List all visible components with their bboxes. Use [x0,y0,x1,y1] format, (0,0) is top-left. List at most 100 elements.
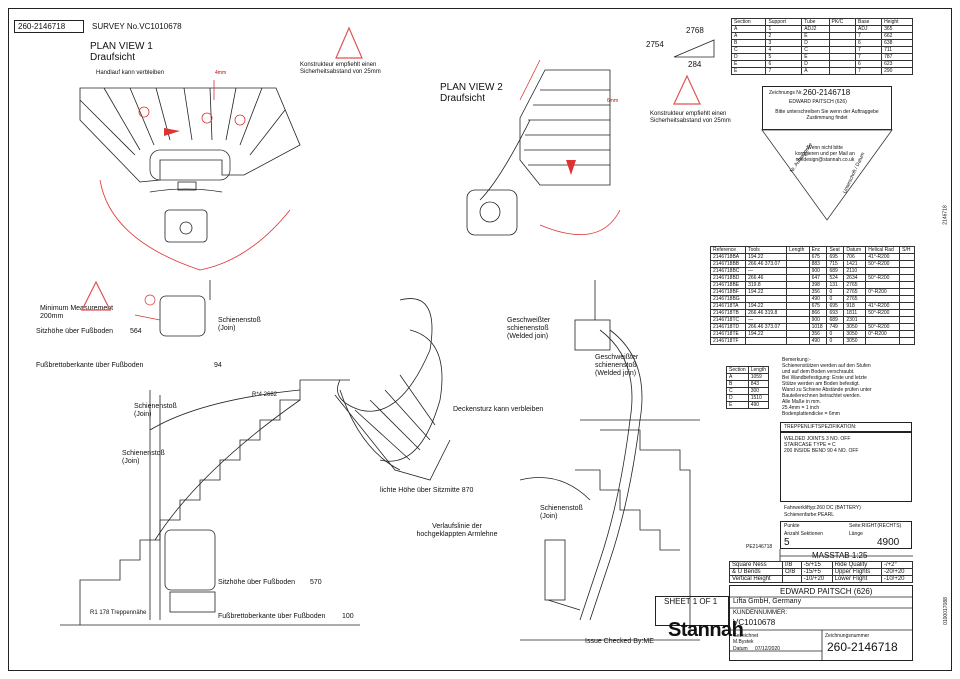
tolerance-cell: Vertical Height [728,575,784,583]
footrest-value-2: 100 [342,613,354,620]
plan2-dim: 6mm [607,98,619,104]
radius-label-2: R1 178 Treppennähe [90,610,147,616]
approval-number: 260-2146718 [803,88,851,97]
remarks-line: Bei Wandbefestigung: Erste und letzte [782,375,867,381]
joint-label-4: Schienenstoß (Join) [540,505,583,520]
reference-table-cell [786,337,810,345]
lift-type: Fahrwerkliftyp:260 DC (BATTERY) Schienen… [784,505,861,519]
stannah-box: SHEET 1 OF 1 [655,596,729,626]
remarks-line: und auf dem Boden verschraubt. [782,369,855,375]
joint-label-2: Schienenstoß (Join) [134,403,177,418]
spec-title-box: TREPPENLIFTSPEZIFIKATION: [780,422,912,432]
plan1-chair [164,209,208,243]
approval-box: Zeichnungs Nr. 260-2146718 EDWARD PAITSC… [762,86,892,130]
remarks-line: 25.4mm = 1 inch [782,405,820,411]
tb-kundennummer-label: KUNDENNUMMER: [733,610,787,616]
remarks-line: Bodenplattendicke = 6mm [782,411,840,417]
plan2-chair [466,189,518,236]
triangle-dim-a: 2768 [686,26,704,35]
radius-label-1: R*4 2682 [252,392,278,398]
drawing-number: 260-2146718 [18,22,66,31]
remarks-block: Bemerkung:- Schienenstützen werden auf d… [782,357,872,417]
punkte-label-2: Länge [849,531,863,537]
punkte-label-1: Anzahl Sektionen [784,531,823,537]
spec-line: STAIRCASE TYPE = C [784,442,836,448]
punkte-header-2: Seite:RIGHT(RECHTS) [849,523,902,529]
tb-drawn: M.Bystek [733,639,754,645]
punkte-value-1: 5 [784,537,790,548]
seat-height-value-1: 564 [130,328,142,335]
seat-height-label-2: Sitzhöhe über Fußboden [218,579,296,586]
remarks-title: Bemerkung:- [782,357,811,363]
footrest-label-2: Fußbrettoberkante über Fußboden [218,613,326,620]
remarks-line: Wand zu Schiene Abstände prüfen unter [782,387,872,393]
right-elevation [519,280,700,641]
tb-date-label: Datum [733,646,748,652]
issue-checked: Issue Checked By:ME [585,638,654,645]
support-table-cell [828,67,857,75]
min-measure-label: Minimum Measurement 200mm [40,305,114,320]
triangle-shape [673,39,715,58]
remarks-line: Schienenstützen werden auf den Stufen [782,363,871,369]
punkte-value-2: 4900 [877,537,900,548]
spec-line: WELDED JOINTS 3 NO. OFF [784,436,851,442]
tb-company: Lifta GmbH, Germany [733,598,802,605]
tb-drawn-label: Gezeichnet [733,633,759,639]
plan1-warning: Konstrukteur empfiehlt einen Sicherheits… [300,62,381,75]
drawing-sheet [8,8,952,671]
spec-title: TREPPENLIFTSPEZIFIKATION: [784,424,857,430]
isometric-staircase [334,298,451,481]
plan1-outline [79,87,301,183]
title-block: EDWARD PAITSCH (626) Lifta GmbH, Germany… [729,585,913,661]
tb-drawing-number: 260-2146718 [827,640,898,654]
pe-code: PE2146718 [746,544,773,550]
lift-type-line2: Schienenfarbe:PEARL [784,512,835,518]
triangle-dim-b: 2754 [646,40,664,49]
punkte-box: Punkte Seite:RIGHT(RECHTS) Anzahl Sektio… [780,521,912,549]
survey-number: SURVEY No.VC1010678 [92,22,182,31]
plan2-title: PLAN VIEW 2 [440,82,503,93]
plan2-outline [519,69,611,186]
footrest-label-1: Fußbrettoberkante über Fußboden [36,362,144,369]
reference-table-cell [865,337,901,345]
support-table-cell: 290 [881,67,913,75]
joint-label-1: Schienenstoß (Join) [218,317,261,332]
approval-note1: Bitte unterschreiben Sie wenn der Auftra… [775,109,879,121]
seat-height-label-1: Sitzhöhe über Fußboden [36,328,114,335]
tb-client: EDWARD PAITSCH (626) [780,587,873,596]
welded-join-label-1: Geschweißter schienenstoß (Welded join) [507,317,551,340]
tolerance-cell: Lower Flight [831,575,882,583]
plan2-subtitle: Draufsicht [440,93,486,104]
triangle-dim-c: 284 [688,60,702,69]
welded-join-label-2: Geschweißter schienenstoß (Welded join) [595,354,639,377]
plan2-warning: Konstrukteur empfiehlt einen Sicherheits… [650,111,731,124]
approval-name: EDWARD PAITSCH (626) [789,99,847,105]
left-elevation [60,280,360,626]
joint-label-3: Schienenstoß (Join) [122,450,165,465]
armrest-path-label: Verlaufslinie der hochgeklappten Armlehn… [416,523,498,538]
footrest-value-1: 94 [214,362,222,369]
remarks-line: Alle Maße in mm. [782,399,821,405]
punkte-header-1: Punkte [784,523,800,529]
support-table-cell: E [730,67,767,75]
tb-kundennummer: VC1010678 [733,618,776,627]
approval-label: Zeichnungs Nr. [769,90,803,96]
support-table-cell: 7 [855,67,883,75]
sheet-label: SHEET 1 OF 1 [664,597,718,606]
ceiling-label: Deckensturz kann verbleiben [453,406,544,413]
